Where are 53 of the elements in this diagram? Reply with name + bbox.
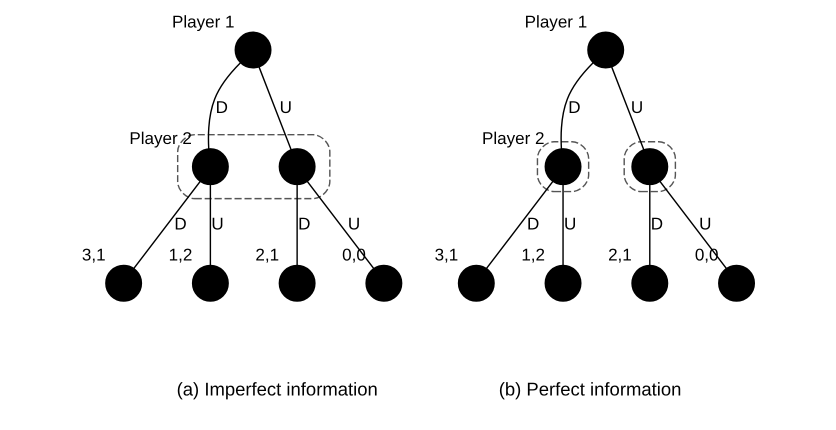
node-label: Player 1 <box>172 12 235 32</box>
connector <box>296 184 298 266</box>
node-circle <box>278 148 316 186</box>
node-circle <box>631 264 668 302</box>
node-label: 3,1 <box>434 246 458 265</box>
node-label: 2,1 <box>608 246 632 265</box>
edge-label: D <box>174 214 187 234</box>
edge-label: U <box>280 98 292 117</box>
edge-label: D <box>527 214 540 234</box>
label: (a) Imperfect information <box>176 378 378 400</box>
node-label: 2,1 <box>255 246 280 265</box>
cluster <box>176 134 331 200</box>
edge-label: U <box>630 98 644 117</box>
node-label: 3,1 <box>82 246 106 265</box>
edge-label: U <box>211 214 224 234</box>
connector <box>208 62 241 149</box>
edge-label: U <box>348 214 360 234</box>
node-circle <box>458 264 495 302</box>
node-label: Player 1 <box>524 12 588 32</box>
node-circle <box>192 264 229 302</box>
cluster <box>623 141 676 192</box>
label: (b) Perfect information <box>498 378 682 400</box>
edge-label: D <box>216 98 228 117</box>
edge-label: U <box>699 214 712 234</box>
edge-label: U <box>564 214 576 234</box>
node-label: Player 2 <box>482 129 545 148</box>
node-circle <box>105 264 142 302</box>
node-label: 1,2 <box>521 246 546 265</box>
connector <box>133 181 201 269</box>
edge-label: D <box>298 214 310 234</box>
connector <box>560 62 594 149</box>
node-circle <box>631 148 668 186</box>
connector <box>562 184 564 266</box>
connector <box>649 184 650 266</box>
node-label: 0,0 <box>694 246 719 265</box>
node-label: 0,0 <box>342 246 366 265</box>
node-circle <box>544 264 582 302</box>
node-circle <box>278 264 316 302</box>
node-circle <box>365 264 402 302</box>
node-circle <box>234 32 272 69</box>
node-circle <box>544 148 582 186</box>
node-label: 1,2 <box>168 246 192 265</box>
edge-label: D <box>568 98 581 117</box>
connector <box>660 181 727 269</box>
node-circle <box>587 32 624 69</box>
node-circle <box>192 148 229 186</box>
connector <box>486 181 554 269</box>
edge-label: D <box>650 214 664 234</box>
node-circle <box>718 264 756 302</box>
connector <box>258 66 292 150</box>
connector <box>611 66 644 150</box>
connector <box>306 181 374 269</box>
connector <box>210 184 212 266</box>
